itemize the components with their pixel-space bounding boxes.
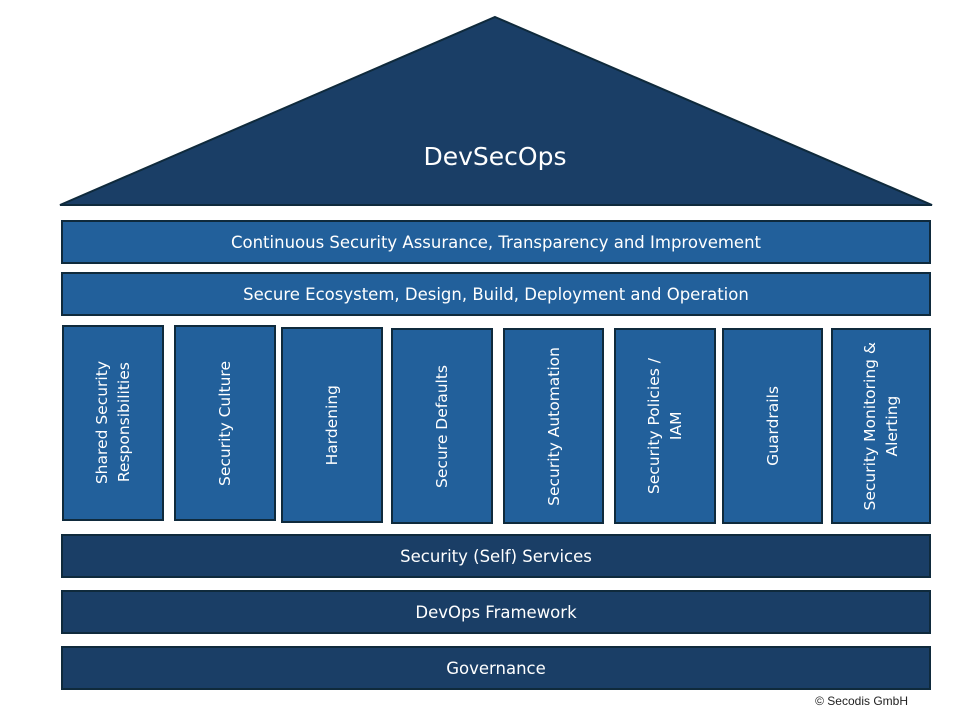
- pillar-security-automation: Security Automation: [503, 328, 604, 524]
- pillar-hardening: Hardening: [281, 327, 383, 523]
- pillar-label: Shared Security Responsibilities: [93, 361, 133, 485]
- pillar-label: Security Monitoring & Alerting: [861, 341, 901, 511]
- bar-devops-framework: DevOps Framework: [61, 590, 931, 634]
- copyright-text: © Secodis GmbH: [815, 694, 908, 708]
- bar-governance: Governance: [61, 646, 931, 690]
- pillar-secure-defaults: Secure Defaults: [391, 328, 493, 524]
- pillar-label: Security Policies / IAM: [645, 357, 685, 495]
- bar-security-self-services: Security (Self) Services: [61, 534, 931, 578]
- bar-continuous-assurance: Continuous Security Assurance, Transpare…: [61, 220, 931, 264]
- pillar-security-culture: Security Culture: [174, 325, 276, 521]
- roof-triangle: [59, 15, 933, 206]
- pillar-label: Security Automation: [544, 346, 563, 506]
- pillar-label: Guardrails: [763, 386, 782, 466]
- pillar-security-policies-iam: Security Policies / IAM: [614, 328, 716, 524]
- roof-title: DevSecOps: [423, 142, 567, 171]
- pillar-label: Secure Defaults: [433, 364, 451, 488]
- pillar-shared-responsibilities: Shared Security Responsibilities: [62, 325, 164, 521]
- pillar-security-monitoring: Security Monitoring & Alerting: [831, 328, 931, 524]
- pillar-label: Hardening: [323, 384, 341, 466]
- pillar-guardrails: Guardrails: [722, 328, 823, 524]
- bar-secure-ecosystem: Secure Ecosystem, Design, Build, Deploym…: [61, 272, 931, 316]
- pillar-label: Security Culture: [216, 360, 234, 486]
- roof: [59, 15, 933, 206]
